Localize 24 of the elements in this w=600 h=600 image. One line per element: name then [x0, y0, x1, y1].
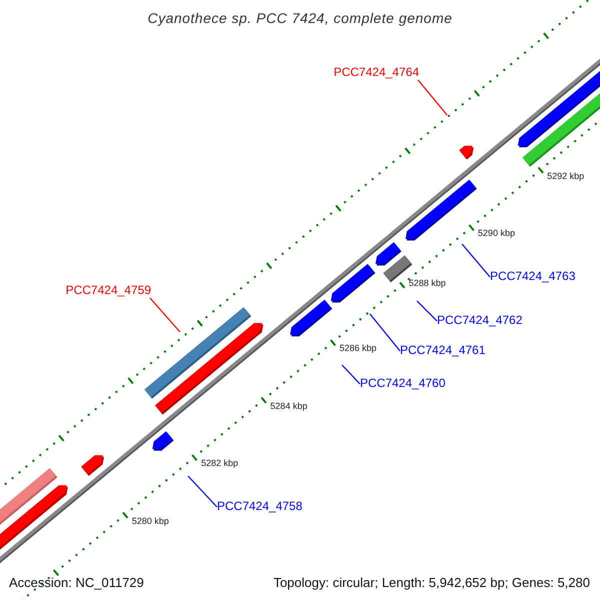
gene-label: PCC7424_4763 [490, 269, 576, 283]
gene-label: PCC7424_4762 [437, 313, 522, 327]
genome-summary-text: Topology: circular; Length: 5,942,652 bp; Genes: 5,280 [273, 574, 590, 592]
gene-label: PCC7424_4760 [360, 376, 446, 390]
position-label: 5282 kbp [201, 458, 238, 470]
leader-line [462, 244, 490, 278]
gene-label: PCC7424_4758 [217, 499, 302, 513]
gene-label: PCC7424_4761 [400, 343, 486, 357]
leader-line [416, 300, 438, 322]
diagram-title: Cyanothece sp. PCC 7424, complete genome [146, 9, 454, 28]
accession-text: Accession: NC_011729 [9, 574, 144, 592]
position-label: 5280 kbp [132, 516, 169, 527]
position-label: 5292 kbp [547, 170, 584, 182]
position-label: 5284 kbp [270, 400, 308, 412]
position-label: 5286 kbp [340, 343, 377, 354]
leader-line [370, 314, 400, 352]
position-label: 5288 kbp [408, 278, 446, 289]
gene-label: PCC7424_4759 [66, 283, 151, 297]
position-label: 5290 kbp [478, 228, 515, 240]
leader-line [188, 476, 218, 508]
leader-line [150, 298, 180, 332]
gene-label: PCC7424_4764 [334, 65, 419, 79]
leader-line [342, 364, 360, 384]
leader-line [418, 80, 448, 116]
